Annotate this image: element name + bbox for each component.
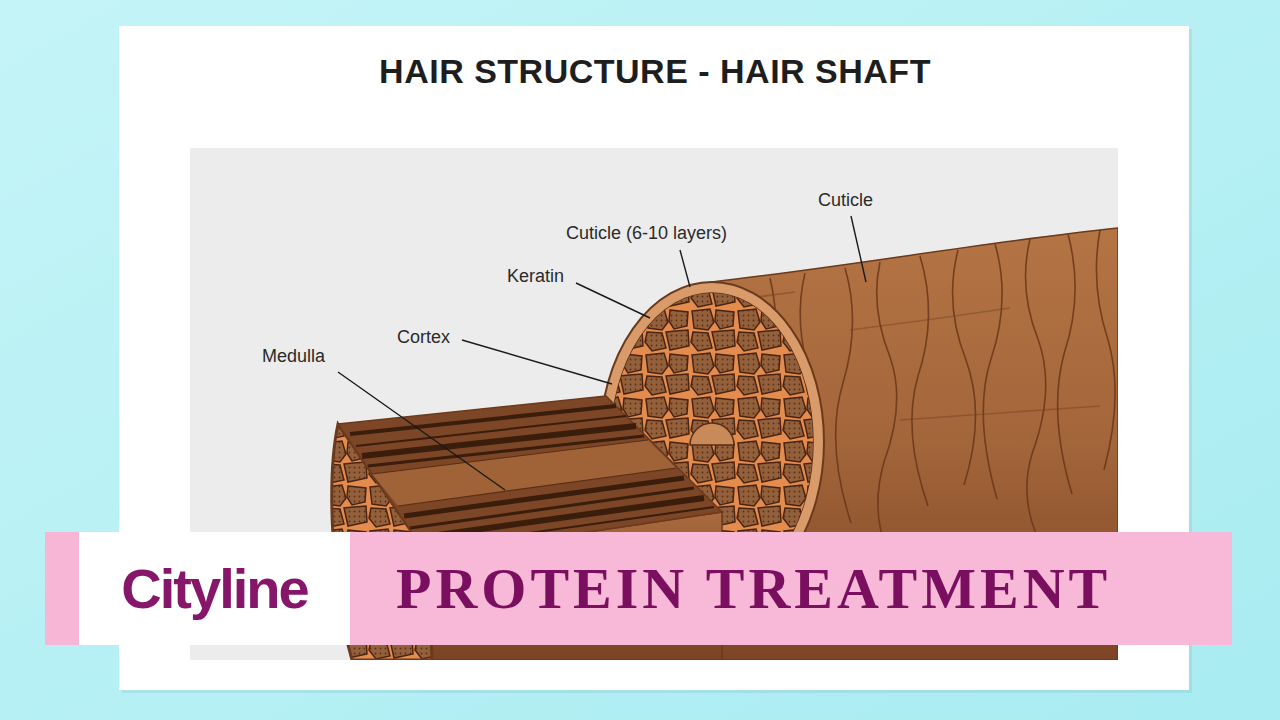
logo-accent	[45, 532, 79, 645]
hair-shaft	[332, 228, 1118, 660]
part-label: Cuticle	[818, 190, 873, 211]
leader-line	[851, 216, 866, 282]
cuticle-scales	[836, 268, 853, 523]
medulla-edge	[398, 468, 676, 506]
title-band: PROTEIN TREATMENT	[350, 532, 1232, 645]
white-panel	[119, 26, 1189, 690]
leader-lines	[338, 216, 866, 490]
cuticle-scales	[1026, 239, 1046, 534]
cuticle-scales	[912, 256, 929, 506]
cuticle-scales	[850, 308, 1010, 330]
band-text: PROTEIN TREATMENT	[396, 555, 1111, 622]
cuticle-scales	[983, 244, 1002, 499]
part-label: Cortex	[397, 327, 450, 348]
diagram-title: HAIR STRUCTURE - HAIR SHAFT	[379, 52, 931, 91]
leader-line	[338, 372, 505, 490]
leader-line	[680, 250, 690, 287]
cortex-fibres	[368, 436, 644, 466]
cortex-fibres	[350, 406, 714, 548]
cuticle-scales	[877, 262, 897, 552]
medulla-edge	[372, 440, 648, 474]
part-label: Cuticle (6-10 layers)	[566, 223, 727, 244]
leader-line	[576, 283, 650, 318]
medulla-core	[690, 423, 734, 445]
part-label: Keratin	[507, 266, 564, 287]
cuticle-scales	[1096, 230, 1115, 470]
cuticle-scales	[953, 250, 976, 485]
part-label: Medulla	[262, 346, 325, 367]
logo-box: Cityline	[79, 532, 350, 645]
leader-line	[462, 340, 612, 384]
cuticle-scales	[1058, 234, 1076, 494]
logo-text: Cityline	[121, 556, 307, 621]
cuticle-scales	[900, 406, 1100, 420]
